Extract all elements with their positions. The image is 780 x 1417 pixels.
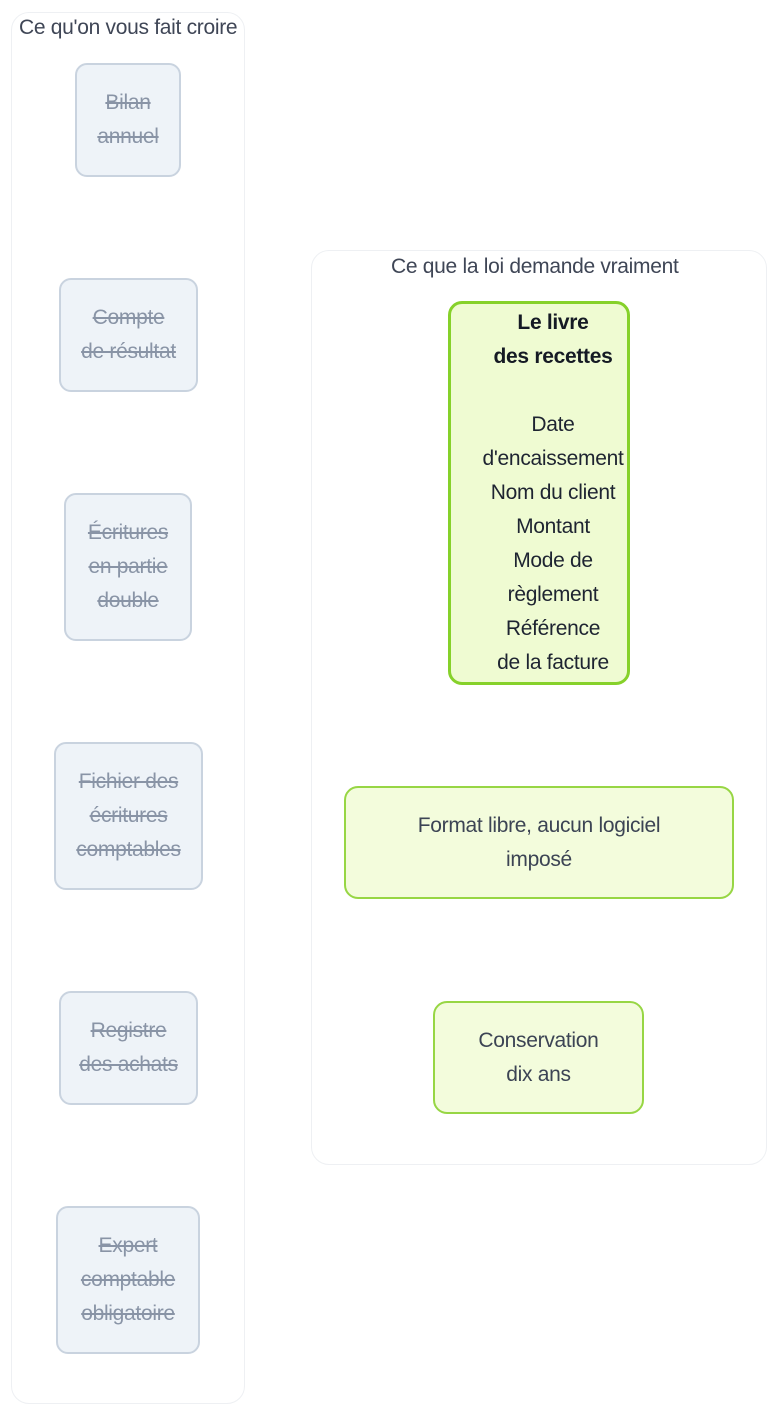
myth-annual-balance: Bilan annuel [75, 63, 181, 177]
myth-income-statement: Compte de résultat [59, 278, 198, 392]
myths-group-title: Ce qu'on vous fait croire [19, 16, 238, 39]
fact-retention: Conservation dix ans [433, 1001, 644, 1114]
myth-double-entry: Écritures en partie double [64, 493, 192, 641]
myth-mandatory-accountant: Expert comptable obligatoire [56, 1206, 200, 1354]
fact-receipts-book: Le livre des recettes Date d'encaissemen… [448, 301, 630, 685]
fact-receipts-book-details: Date d'encaissement Nom du client Montan… [482, 413, 624, 674]
fact-receipts-book-content: Le livre des recettes Date d'encaissemen… [482, 272, 623, 714]
myth-fec-file: Fichier des écritures comptables [54, 742, 203, 890]
myth-purchase-register: Registre des achats [59, 991, 198, 1105]
fact-receipts-book-heading: Le livre des recettes [493, 311, 613, 368]
fact-free-format: Format libre, aucun logiciel imposé [344, 786, 734, 899]
law-group-title: Ce que la loi demande vraiment [391, 255, 679, 278]
myths-group [11, 12, 245, 1404]
